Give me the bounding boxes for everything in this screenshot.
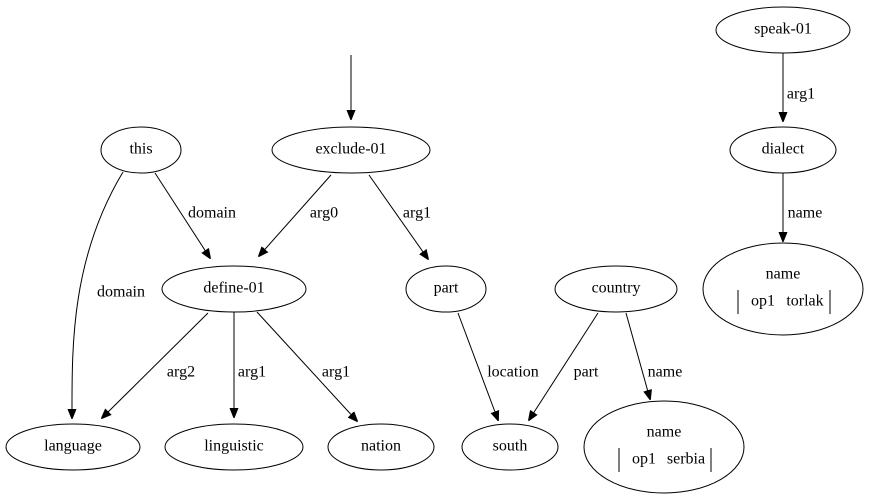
edge-arrow xyxy=(368,174,428,259)
node-attr-key: op1 xyxy=(632,451,656,468)
node-dialect: dialect xyxy=(729,126,837,174)
node-language: language xyxy=(5,423,141,471)
node-ellipse xyxy=(715,6,851,54)
node-label: name xyxy=(647,424,682,441)
edge-label: arg1 xyxy=(238,364,266,381)
node-define: define-01 xyxy=(161,265,307,313)
node-ellipse xyxy=(405,265,487,313)
node-label: exclude-01 xyxy=(315,141,386,158)
edge-speak-to-dialect: arg1 xyxy=(783,53,815,121)
node-ellipse xyxy=(729,126,837,174)
node-label: south xyxy=(493,438,528,455)
node-ellipse xyxy=(161,265,307,313)
edge-dialect-to-name_torlak: name xyxy=(783,173,822,241)
edge-label: domain xyxy=(97,284,145,301)
edge-label: location xyxy=(487,364,539,381)
node-ellipse xyxy=(100,126,182,174)
edge-arrow xyxy=(102,312,209,418)
node-label: define-01 xyxy=(203,280,264,297)
edge-part-to-south: location xyxy=(457,312,539,420)
node-ellipse xyxy=(271,126,431,174)
node-ellipse xyxy=(327,423,435,471)
node-ellipse xyxy=(461,423,559,471)
edge-country-to-name_serbia: name xyxy=(625,312,683,399)
node-label: speak-01 xyxy=(754,21,812,38)
node-this: this xyxy=(100,126,182,174)
node-attr-key: op1 xyxy=(751,293,775,310)
edge-country-to-south: part xyxy=(529,312,599,420)
edge-label: name xyxy=(648,364,683,381)
edge-arrow xyxy=(625,312,650,399)
edge-label: arg1 xyxy=(322,364,350,381)
node-ellipse xyxy=(5,423,141,471)
node-linguistic: linguistic xyxy=(164,423,304,471)
edges-layer: arg0 arg1 domain domain arg2 arg1 arg1 location… xyxy=(72,53,822,421)
edge-label: arg1 xyxy=(787,86,815,103)
node-ellipse xyxy=(554,265,678,313)
edge-define-to-nation: arg1 xyxy=(256,311,357,421)
node-label: country xyxy=(592,280,641,297)
node-name-serbia: name op1 serbia xyxy=(583,400,745,494)
node-attr-value: serbia xyxy=(667,451,705,468)
edge-arrow xyxy=(256,311,357,421)
node-label: part xyxy=(434,280,459,297)
edge-define-to-language: arg2 xyxy=(102,312,209,418)
edge-arrow xyxy=(457,312,498,420)
edge-exclude-to-part: arg1 xyxy=(368,174,431,259)
node-part: part xyxy=(405,265,487,313)
edge-define-to-linguistic: arg1 xyxy=(234,312,266,417)
node-ellipse xyxy=(583,400,745,494)
node-ellipse xyxy=(164,423,304,471)
edge-arrow xyxy=(154,172,210,258)
edge-label: arg2 xyxy=(167,364,195,381)
node-ellipse xyxy=(702,242,864,336)
edge-this-to-language: domain xyxy=(72,171,145,418)
node-name-torlak: name op1 torlak xyxy=(702,242,864,336)
edge-arrow xyxy=(72,171,124,418)
edge-label: name xyxy=(788,205,823,222)
edge-exclude-to-define: arg0 xyxy=(259,174,338,256)
edge-this-to-define: domain xyxy=(154,172,236,258)
node-label: nation xyxy=(361,438,401,455)
node-label: name xyxy=(766,266,801,283)
node-label: linguistic xyxy=(204,438,264,455)
node-south: south xyxy=(461,423,559,471)
edge-label: arg1 xyxy=(403,205,431,222)
node-label: dialect xyxy=(762,141,805,158)
edge-label: arg0 xyxy=(310,205,338,222)
node-label: language xyxy=(44,438,102,455)
edge-arrow xyxy=(259,174,332,256)
node-country: country xyxy=(554,265,678,313)
node-speak: speak-01 xyxy=(715,6,851,54)
node-label: this xyxy=(129,141,152,158)
edge-arrow xyxy=(529,312,599,420)
node-nation: nation xyxy=(327,423,435,471)
node-exclude: exclude-01 xyxy=(271,126,431,174)
edge-label: part xyxy=(574,364,599,381)
node-attr-value: torlak xyxy=(786,293,823,310)
edge-label: domain xyxy=(188,205,236,222)
nodes-layer: exclude-01 this define-01 part country langua… xyxy=(5,6,864,494)
